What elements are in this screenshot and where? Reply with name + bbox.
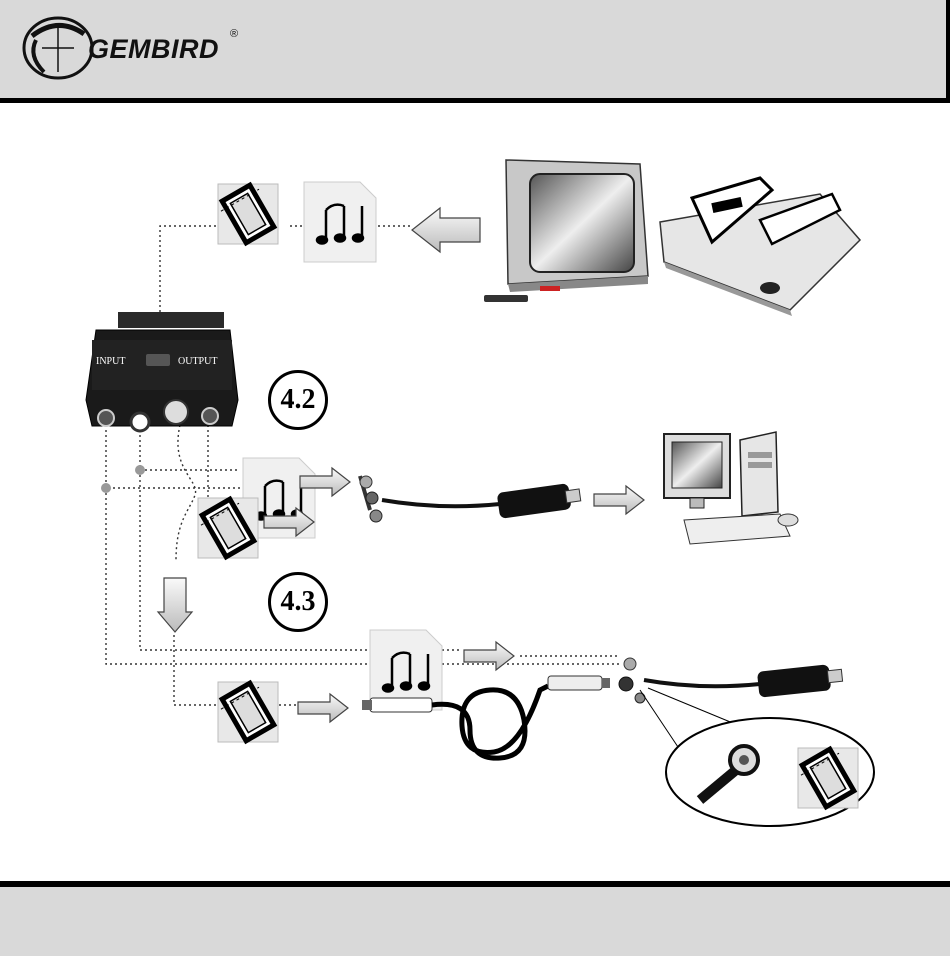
- film-icon: [217, 680, 279, 744]
- input-output-switch[interactable]: [146, 354, 170, 366]
- arrow-left-icon: [412, 208, 480, 252]
- audio-dot-right: [135, 465, 145, 475]
- arrow-right-icon: [298, 694, 348, 722]
- s-video-zoom-callout: [640, 688, 874, 826]
- film-icon: [197, 496, 259, 560]
- audio-dot-left: [101, 483, 111, 493]
- film-icon: [217, 182, 279, 246]
- music-note-icon: [304, 182, 376, 262]
- remote-control-icon: [484, 295, 528, 302]
- arrow-right-icon: [594, 486, 644, 514]
- computer-icon: [664, 432, 798, 544]
- connection-lines: [106, 226, 620, 705]
- scart-adapter: INPUT OUTPUT: [86, 312, 238, 431]
- arrow-right-icon: [464, 642, 514, 670]
- input-label: INPUT: [96, 356, 125, 367]
- film-icon: [797, 746, 859, 810]
- output-label: OUTPUT: [178, 356, 217, 367]
- video-grabber-cable: [360, 476, 581, 522]
- arrow-down-icon: [158, 578, 192, 632]
- footer-bar: [0, 881, 950, 956]
- section-label-4-3: 4.3: [268, 572, 328, 632]
- vcr-player-icon: [660, 178, 860, 316]
- video-grabber-cable: [619, 658, 843, 703]
- section-label-4-2: 4.2: [268, 370, 328, 430]
- tv-icon: [484, 160, 648, 302]
